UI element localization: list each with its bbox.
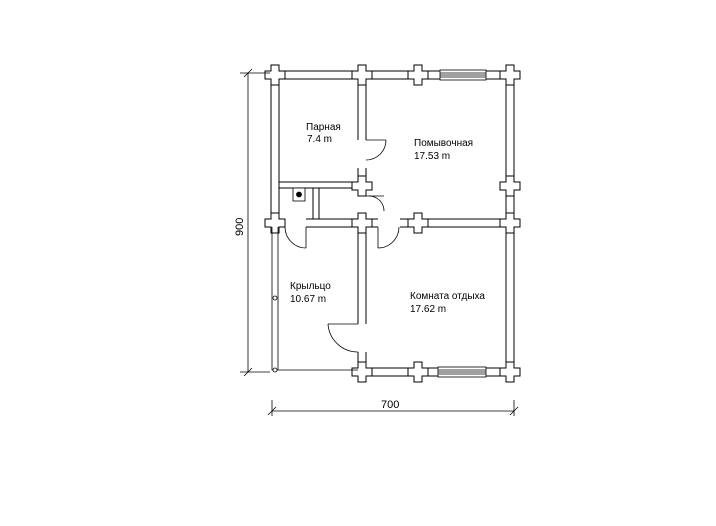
log-joint — [499, 64, 521, 86]
room-name-komnata: Комната отдыха — [410, 291, 485, 302]
log-joint — [351, 175, 373, 197]
log-joint — [407, 212, 429, 234]
log-joint — [351, 64, 373, 86]
log-joint — [407, 361, 429, 383]
room-name-parnaya: Парная — [306, 122, 341, 133]
room-area-pomyvochnaya: 17.53 m — [414, 151, 450, 162]
windows — [437, 69, 487, 378]
log-joint — [407, 64, 429, 86]
log-joint — [351, 361, 373, 383]
room-area-komnata: 17.62 m — [410, 304, 446, 315]
room-labels: Парная 7.4 m Помывочная 17.53 m Крыльцо … — [290, 122, 485, 315]
dimension-width: 700 — [381, 399, 399, 411]
log-joint — [264, 212, 286, 234]
log-joints — [264, 64, 521, 383]
room-area-krylco: 10.67 m — [290, 294, 326, 305]
log-joint — [499, 361, 521, 383]
door-swing — [377, 226, 400, 249]
dimension-lines — [240, 68, 519, 416]
log-joint — [351, 212, 373, 234]
stove-icon — [292, 187, 306, 202]
door-swing — [327, 323, 359, 353]
doors — [284, 139, 400, 353]
door-swing — [368, 195, 385, 212]
room-name-krylco: Крыльцо — [290, 281, 331, 292]
door-swing — [365, 139, 387, 161]
door-openings — [284, 140, 400, 352]
porch-railing — [271, 227, 358, 373]
dimension-height: 900 — [234, 218, 246, 236]
room-name-pomyvochnaya: Помывочная — [414, 138, 473, 149]
log-joint — [264, 64, 286, 86]
log-joint — [499, 212, 521, 234]
log-joint — [499, 175, 521, 197]
door-swing — [284, 226, 307, 249]
room-area-parnaya: 7.4 m — [307, 134, 332, 145]
